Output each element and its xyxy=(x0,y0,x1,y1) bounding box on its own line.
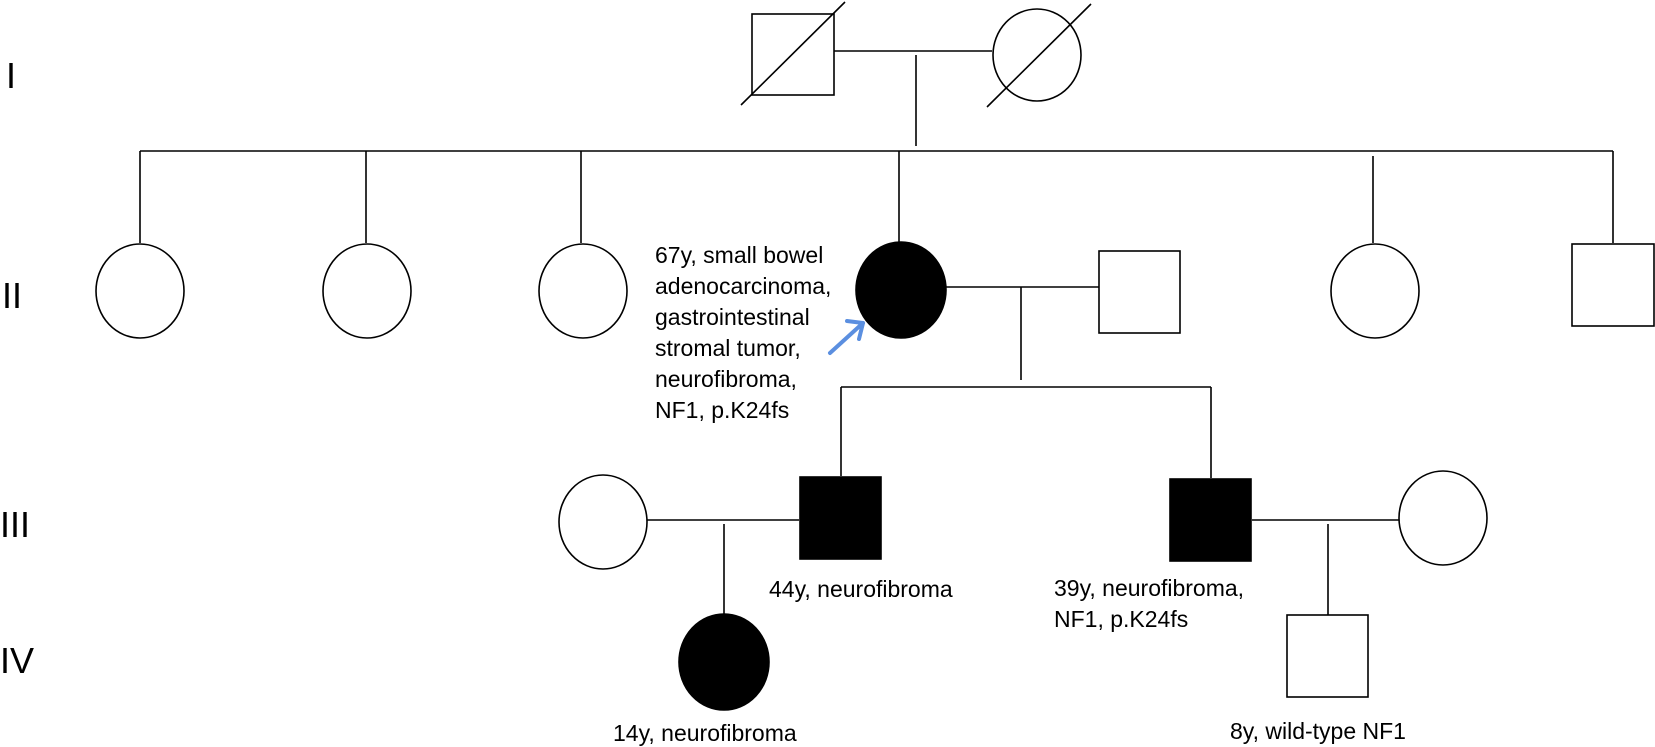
male-symbol-iii-1 xyxy=(799,476,882,560)
generation-label-i: I xyxy=(6,55,16,96)
annotation-iii-2: 39y, neurofibroma, NF1, p.K24fs xyxy=(1054,575,1250,632)
generation-label-ii: II xyxy=(2,275,22,316)
female-symbol-iii-1-spouse xyxy=(558,474,648,570)
male-symbol-iv-2 xyxy=(1286,614,1369,698)
generation-label-iii: III xyxy=(0,504,30,545)
female-symbol-ii-3 xyxy=(538,243,628,339)
female-symbol-iii-2-spouse xyxy=(1398,470,1488,566)
male-symbol-ii-4-spouse xyxy=(1098,250,1181,334)
deceased-slash-i-1 xyxy=(740,1,846,106)
deceased-slash-i-2 xyxy=(986,3,1092,108)
pedigree-lines xyxy=(139,50,1614,615)
female-symbol-ii-1 xyxy=(95,243,185,339)
female-symbol-ii-5 xyxy=(1330,243,1420,339)
female-symbol-iv-1 xyxy=(678,613,770,711)
annotation-iii-1: 44y, neurofibroma xyxy=(769,576,953,602)
annotation-iv-1: 14y, neurofibroma xyxy=(613,720,797,746)
male-symbol-ii-6 xyxy=(1571,243,1655,327)
proband-annotation: 67y, small bowel adenocarcinoma, gastroi… xyxy=(655,242,838,423)
male-symbol-iii-2 xyxy=(1169,478,1252,562)
generation-label-iv: IV xyxy=(0,640,34,681)
proband-symbol-ii-4 xyxy=(855,241,947,339)
female-symbol-i-2 xyxy=(992,8,1082,102)
proband-arrow-icon xyxy=(828,319,865,355)
female-symbol-ii-2 xyxy=(322,243,412,339)
annotation-iv-2: 8y, wild-type NF1 xyxy=(1230,718,1406,744)
